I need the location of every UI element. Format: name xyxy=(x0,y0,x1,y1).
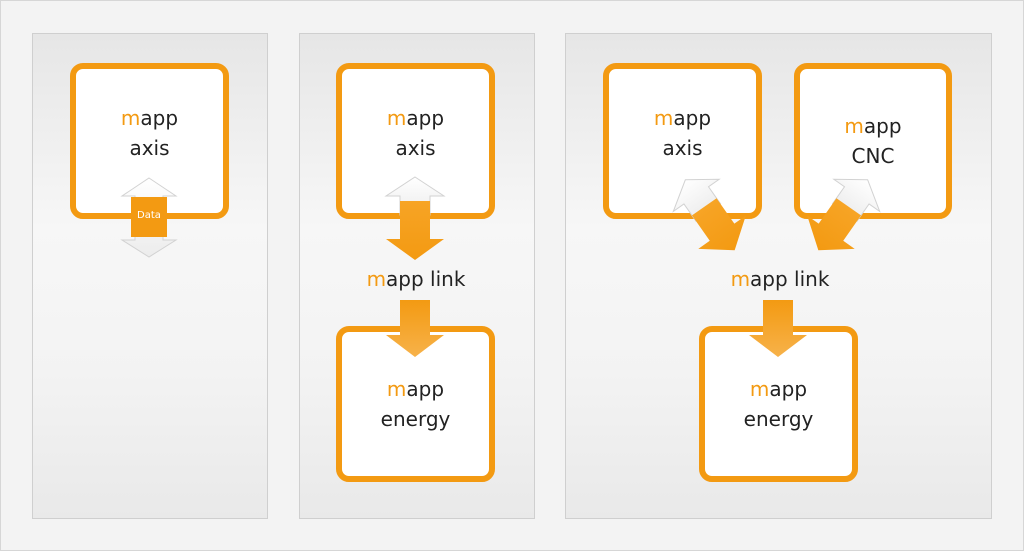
module-subtitle: axis xyxy=(662,136,703,160)
mapp-link-label: mapp link xyxy=(730,267,830,291)
bidirectional-data-arrow xyxy=(120,177,178,258)
cnc-to-link-diagonal-arrow xyxy=(807,178,881,251)
module-mapp-energy: mapp energy xyxy=(336,326,495,482)
module-prefix: m xyxy=(749,377,770,401)
module-subtitle: energy xyxy=(743,407,814,431)
module-name: app xyxy=(406,106,445,130)
module-prefix: m xyxy=(653,106,674,130)
axis-to-link-arrow xyxy=(384,176,446,260)
link-to-energy-arrow xyxy=(386,300,444,357)
module-prefix: m xyxy=(386,377,407,401)
module-name: app xyxy=(769,377,808,401)
module-name: app xyxy=(863,114,902,138)
axis-to-link-diagonal-arrow xyxy=(672,178,746,251)
module-name: app xyxy=(406,377,445,401)
data-label: Data xyxy=(137,210,161,221)
module-subtitle: axis xyxy=(129,136,170,160)
mapp-link-label: mapp link xyxy=(366,267,466,291)
module-name: app xyxy=(140,106,179,130)
module-prefix: m xyxy=(844,114,864,138)
module-prefix: m xyxy=(120,106,141,130)
module-subtitle: axis xyxy=(395,136,436,160)
link-to-energy-arrow xyxy=(749,300,807,357)
module-subtitle: energy xyxy=(380,407,451,431)
module-name: app xyxy=(673,106,712,130)
module-prefix: m xyxy=(386,106,407,130)
module-subtitle: CNC xyxy=(851,144,895,168)
